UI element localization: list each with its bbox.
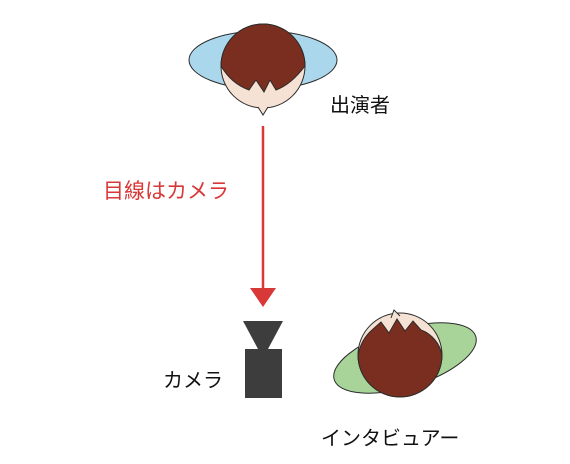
performer-nose (257, 106, 269, 116)
camera-body (245, 349, 282, 398)
gaze-label: 目線はカメラ (103, 179, 229, 203)
performer-label: 出演者 (330, 93, 390, 117)
camera-label: カメラ (163, 368, 223, 392)
performer-figure (188, 23, 338, 116)
interviewer-label: インタビュアー (321, 426, 460, 450)
camera-icon (243, 321, 283, 398)
gaze-arrow (250, 126, 276, 307)
interviewer-hair (357, 318, 443, 398)
interviewer-nose (390, 309, 401, 319)
camera-lens (243, 321, 283, 349)
interviewer-figure (333, 309, 477, 398)
gaze-arrow-head (250, 288, 276, 307)
performer-hair (220, 23, 306, 93)
